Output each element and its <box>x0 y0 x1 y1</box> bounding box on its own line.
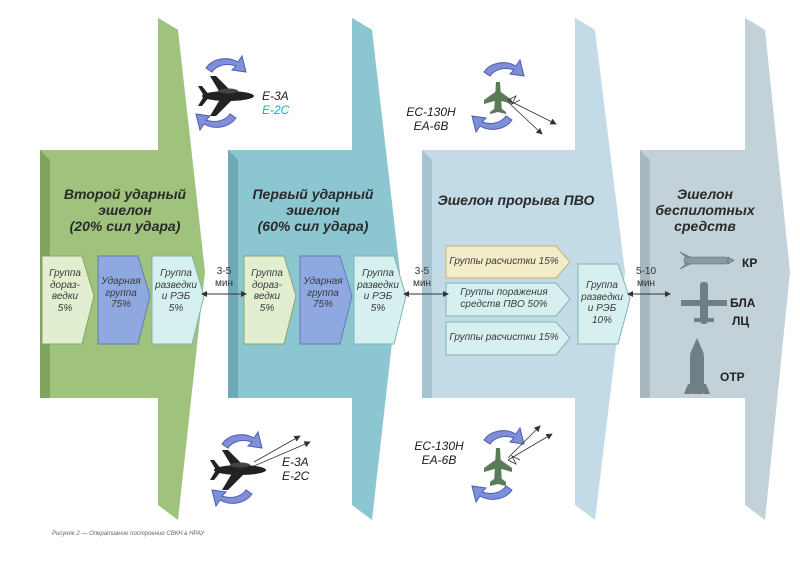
group-box-first-recon <box>243 255 297 345</box>
jamming-rays <box>253 95 557 467</box>
group-box-first-strike <box>299 255 353 345</box>
unmanned-label-kr: КР <box>742 256 758 270</box>
ew-top-label: ЕС-130Н ЕА-6В <box>406 105 456 133</box>
jamming-ray-bottom-2 <box>507 425 541 459</box>
group-box-second-recon <box>41 255 95 345</box>
unmanned-label-otr: ОТР <box>720 370 745 384</box>
jamming-ray-top-2 <box>507 101 543 135</box>
orbit-arrow-bottom-right-lower <box>471 485 513 504</box>
awacs-top-label: Е-3А Е-2С <box>262 89 290 117</box>
first-echelon-groups <box>243 255 407 345</box>
echelon-second-title: Второй ударный эшелон (20% сил удара) <box>63 186 187 235</box>
unmanned-icons <box>679 251 735 394</box>
awacs-ray-bottom-1 <box>253 441 311 467</box>
ew-aircraft-icon-bottom <box>484 448 512 486</box>
orbit-arrow-top-left-upper <box>205 54 247 73</box>
cruise-missile-icon <box>679 251 735 270</box>
ballistic-missile-icon <box>684 338 710 394</box>
echelon-unmanned <box>640 18 790 520</box>
breach-echelon-groups <box>445 245 631 356</box>
group-box-breach-clear-top <box>445 245 571 279</box>
group-box-first-ew <box>353 255 407 345</box>
second-echelon-groups <box>41 255 205 345</box>
echelon-unmanned-shape <box>640 18 790 520</box>
jamming-ray-top-1 <box>507 99 557 125</box>
group-box-breach-suppress <box>445 282 571 317</box>
awacs-aircraft-icon-bottom <box>210 450 266 490</box>
group-box-breach-ew <box>577 263 631 345</box>
awacs-aircraft-icon-top <box>198 76 254 116</box>
group-box-second-ew <box>151 255 205 345</box>
orbit-arrow-top-right-upper <box>483 58 525 77</box>
ew-bottom-label: ЕС-130Н ЕА-6В <box>414 439 464 467</box>
figure-caption: Рисунок 2 — Оперативное построение СВКН … <box>52 531 205 537</box>
unmanned-label-lc: ЛЦ <box>732 314 750 328</box>
awacs-bottom-label: Е-3А Е-2С <box>282 455 310 483</box>
breach-clear-top-label: Группы расчистки 15% <box>449 256 559 267</box>
jamming-ray-bottom-zig <box>507 455 521 465</box>
orbit-arrows <box>195 54 525 508</box>
group-box-breach-clear-bottom <box>445 321 571 356</box>
echelon-first-title: Первый ударный эшелон (60% сил удара) <box>252 186 374 235</box>
echelon-breach-title: Эшелон прорыва ПВО <box>437 192 595 208</box>
jamming-ray-top-zig <box>507 95 521 105</box>
orbit-arrow-bottom-right-upper <box>483 426 525 445</box>
echelon-unmanned-side <box>640 150 650 398</box>
ew-aircraft-icon-top <box>484 82 512 114</box>
awacs-ray-bottom-2 <box>253 435 301 463</box>
echelon-first-strike-side <box>228 150 238 398</box>
orbit-arrow-top-left-lower <box>195 113 237 132</box>
orbit-arrow-top-right-lower <box>471 115 513 134</box>
uav-icon <box>681 282 727 324</box>
orbit-arrow-bottom-left-upper <box>221 430 263 449</box>
orbit-arrow-bottom-left-lower <box>211 489 253 508</box>
echelon-breach-side <box>422 150 432 398</box>
jamming-ray-bottom-1 <box>507 433 553 461</box>
group-box-second-strike <box>97 255 151 345</box>
unmanned-label-bla: БЛА <box>730 296 756 310</box>
echelon-unmanned-title: Эшелон беспилотных средств <box>655 186 755 235</box>
breach-clear-bottom-label: Группы расчистки 15% <box>449 332 559 343</box>
